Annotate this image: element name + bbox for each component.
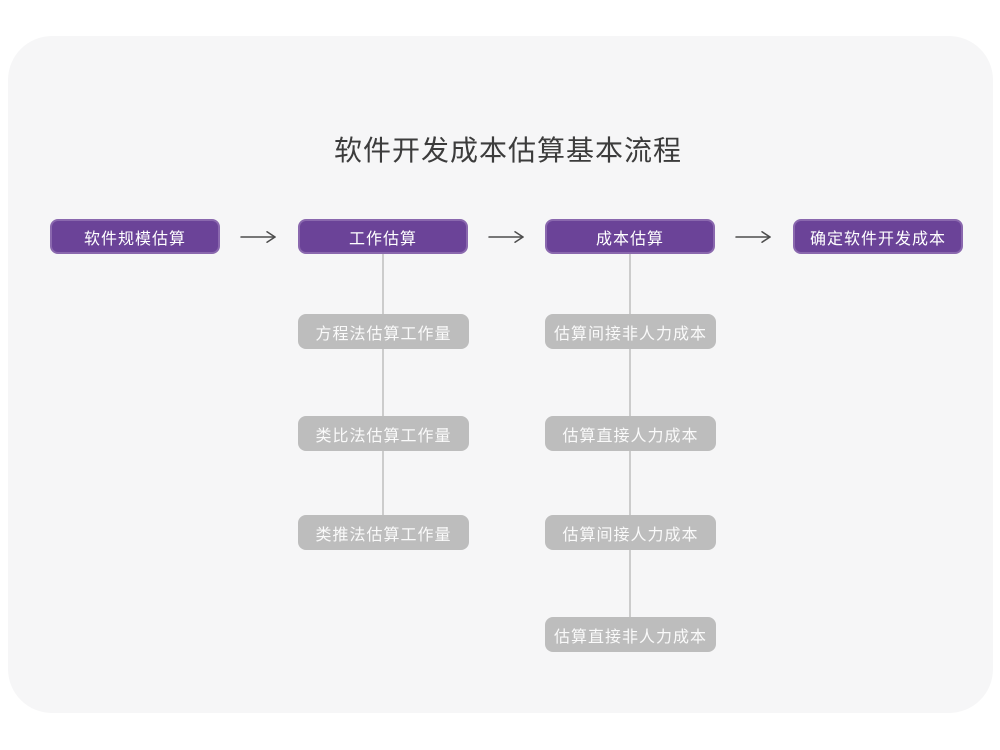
flow-step-work-estimation: 工作估算 [298, 219, 468, 254]
sub-step-analogy-method: 类比法估算工作量 [298, 416, 469, 451]
arrow-right-icon [240, 231, 276, 243]
sub-step-indirect-labor-cost: 估算间接人力成本 [545, 515, 716, 550]
diagram-title: 软件开发成本估算基本流程 [333, 135, 682, 166]
flow-step-cost-estimation: 成本估算 [545, 219, 715, 254]
sub-step-extrapolation-method: 类推法估算工作量 [298, 515, 469, 550]
arrow-right-icon [488, 231, 524, 243]
sub-step-equation-method: 方程法估算工作量 [298, 314, 469, 349]
sub-step-direct-labor-cost: 估算直接人力成本 [545, 416, 716, 451]
sub-step-direct-nonlabor-cost: 估算直接非人力成本 [545, 617, 716, 652]
arrow-right-icon [735, 231, 771, 243]
diagram-canvas: 软件开发成本估算基本流程 软件规模估算 工作估算 成本估算 确定软件开发成本 方… [8, 36, 993, 713]
flow-step-software-scale-estimation: 软件规模估算 [50, 219, 220, 254]
sub-step-indirect-nonlabor-cost: 估算间接非人力成本 [545, 314, 716, 349]
flow-step-determine-dev-cost: 确定软件开发成本 [793, 219, 963, 254]
connector-line-work-column [382, 254, 384, 517]
